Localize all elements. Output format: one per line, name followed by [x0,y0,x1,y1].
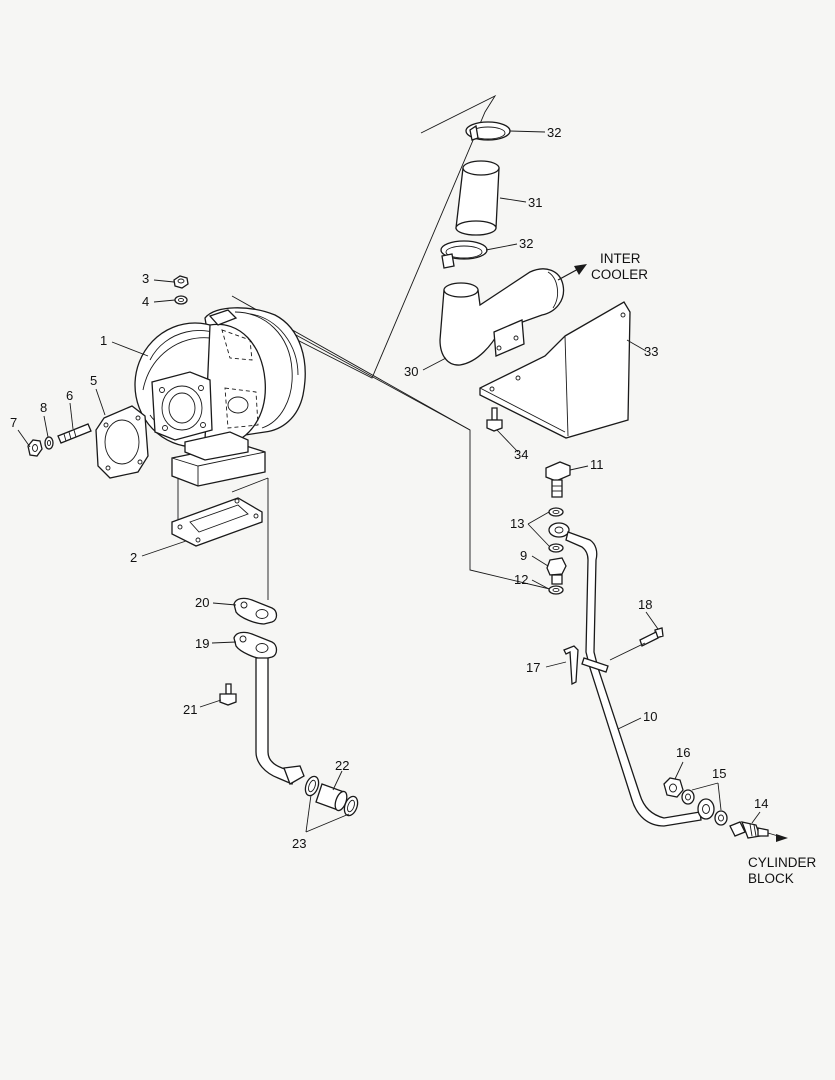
callout-34: 34 [514,447,528,462]
callout-13: 13 [510,516,524,531]
callout-30: 30 [404,364,418,379]
clamp-23-left [304,775,320,797]
callout-3: 3 [142,271,149,286]
callout-10: 10 [643,709,657,724]
stud-6 [57,423,92,444]
adapter-14 [729,821,779,839]
leader-lines [17,130,761,833]
callout-2: 2 [130,550,137,565]
oil-return-pipe-19 [233,631,305,785]
gasket-20 [233,597,278,625]
clip-17 [563,645,609,686]
callout-9: 9 [520,548,527,563]
cylinder-block-label: CYLINDER [748,855,817,870]
callout-33: 33 [644,344,658,359]
banjo-bolt-11 [545,461,571,498]
callout-32-upper: 32 [547,125,561,140]
washer-13-upper [548,507,564,517]
union-9 [546,557,567,585]
callout-18: 18 [638,597,652,612]
cylinder-block-label-line2: BLOCK [748,871,794,886]
washer-12 [548,585,564,595]
intercooler-label-line2: COOLER [591,267,648,282]
washer-13-lower [548,543,564,553]
callout-31: 31 [528,195,542,210]
callout-16: 16 [676,745,690,760]
gasket-5 [95,405,149,479]
callout-12: 12 [514,572,528,587]
callout-14: 14 [754,796,768,811]
intercooler-label: INTER [600,251,641,266]
callout-23: 23 [292,836,306,851]
cylinder-block-arrow [776,834,788,842]
callout-8: 8 [40,400,47,415]
callout-15: 15 [712,766,726,781]
elbow-30 [439,268,565,366]
washer-8 [44,436,54,450]
callout-17: 17 [526,660,540,675]
nut-3 [173,275,189,289]
clamp-23-right [343,795,359,817]
callout-21: 21 [183,702,197,717]
callout-1: 1 [100,333,107,348]
gasket-2 [171,497,263,547]
bolt-18 [609,627,664,661]
nut-16 [663,777,684,798]
callout-11: 11 [590,457,604,472]
intercooler-arrow [557,264,587,281]
bracket-33 [479,301,631,439]
washer-15-left [681,789,695,805]
callout-4: 4 [142,294,149,309]
callout-5: 5 [90,373,97,388]
clamp-32-upper [465,121,511,141]
bolt-34 [486,407,503,432]
washer-15-right [714,810,728,826]
callout-22: 22 [335,758,349,773]
callout-7: 7 [10,415,17,430]
destination-notes: INTER COOLER CYLINDER BLOCK [591,251,817,886]
turbocharger [134,307,306,487]
callout-6: 6 [66,388,73,403]
bolt-21 [219,683,237,706]
oil-feed-pipe-10 [548,522,715,827]
clamp-32-lower [440,240,488,269]
washer-4 [174,295,188,305]
callout-labels: 1 2 3 4 5 6 7 8 9 10 11 12 13 14 15 16 1… [10,125,768,851]
callout-20: 20 [195,595,209,610]
hose-22 [315,783,348,812]
hose-31 [455,160,500,236]
callout-32-lower: 32 [519,236,533,251]
callout-19: 19 [195,636,209,651]
nut-7 [27,439,43,457]
